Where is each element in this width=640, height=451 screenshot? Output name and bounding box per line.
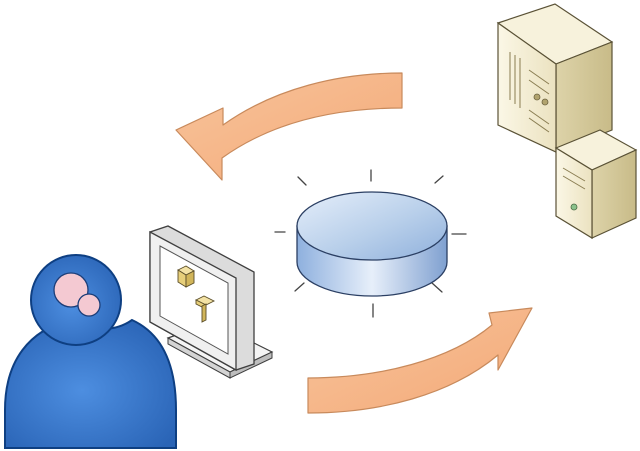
monitor-icon: [149, 225, 274, 379]
user-icon: [4, 254, 177, 449]
screen-tool-icon: [194, 295, 216, 323]
curved-arrow-right-icon: [307, 307, 533, 414]
server-icon: [496, 3, 638, 240]
curved-arrow-left-icon: [175, 72, 403, 181]
database-disc-icon: [274, 169, 467, 318]
screen-cube-icon: [177, 265, 195, 288]
